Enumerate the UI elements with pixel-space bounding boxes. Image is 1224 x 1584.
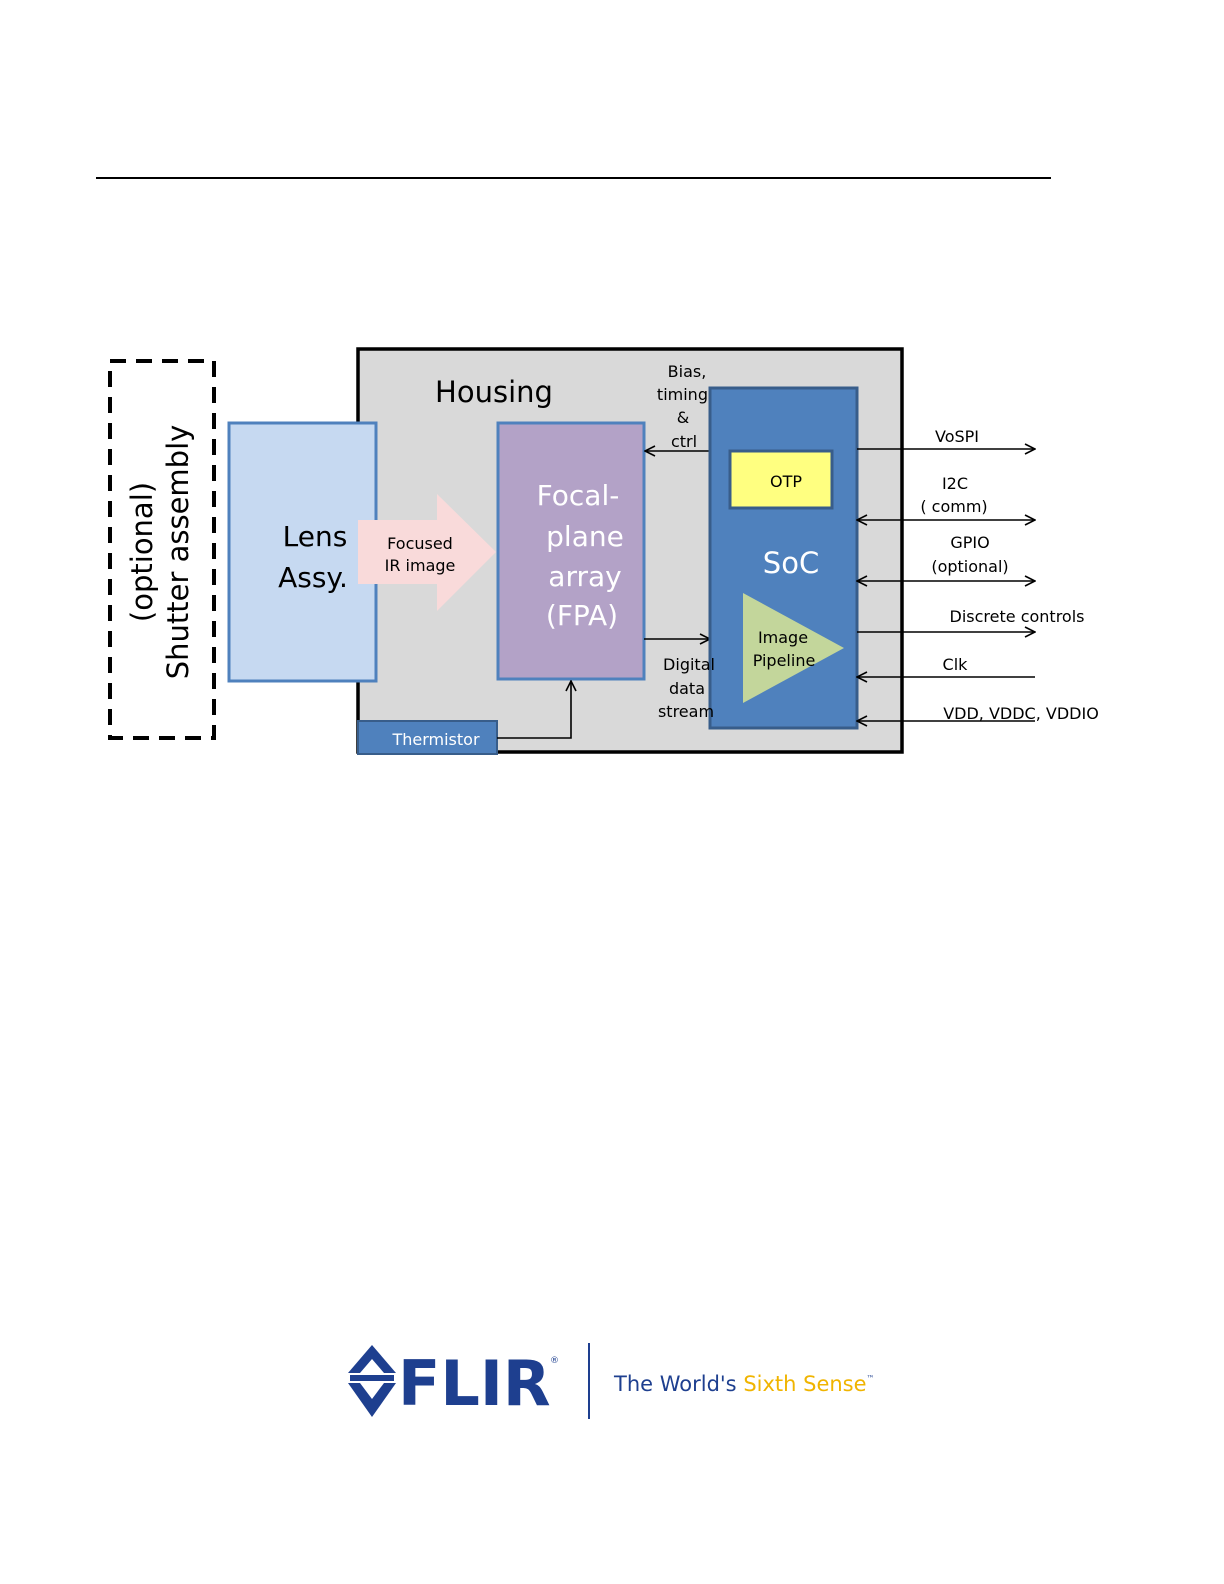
i2c-label-line2: ( comm) bbox=[920, 497, 987, 516]
lens-label-line2: Assy. bbox=[278, 561, 348, 594]
fpa-label-line1: Focal- bbox=[537, 479, 620, 512]
digital-label-line1: Digital bbox=[663, 655, 715, 674]
shutter-label-line1: (optional) bbox=[125, 482, 159, 622]
tagline-trademark: ™ bbox=[867, 1374, 875, 1383]
discrete-controls-label: Discrete controls bbox=[950, 607, 1085, 626]
pipeline-label-line1: Image bbox=[758, 628, 808, 647]
flir-logo: FLIR ® The World's Sixth Sense™ bbox=[340, 1335, 880, 1425]
focused-arrow-line2: IR image bbox=[385, 556, 456, 575]
flir-registered-mark: ® bbox=[550, 1356, 559, 1366]
thermistor-label: Thermistor bbox=[391, 730, 479, 749]
block-diagram: (optional) Shutter assembly Housing Lens… bbox=[0, 0, 1224, 820]
otp-label: OTP bbox=[770, 472, 802, 491]
housing-label: Housing bbox=[435, 375, 553, 409]
clk-label: Clk bbox=[943, 655, 969, 674]
i2c-label-line1: I2C bbox=[942, 474, 968, 493]
focal-plane-array: Focal- plane array (FPA) bbox=[498, 423, 644, 679]
lens-assembly: Lens Assy. bbox=[229, 423, 376, 681]
gpio-label-line2: (optional) bbox=[931, 557, 1008, 576]
soc-label: SoC bbox=[763, 546, 819, 580]
bias-label-line3: & bbox=[677, 408, 689, 427]
flir-wordmark: FLIR bbox=[398, 1347, 551, 1420]
digital-label-line3: stream bbox=[658, 702, 714, 721]
fpa-label-line3: array bbox=[548, 560, 621, 593]
tagline-part1: The World's bbox=[613, 1372, 743, 1396]
shutter-label-line2: Shutter assembly bbox=[161, 425, 195, 680]
bias-label-line1: Bias, bbox=[668, 362, 707, 381]
vospi-label: VoSPI bbox=[935, 427, 979, 446]
flir-diamond-icon bbox=[348, 1345, 396, 1417]
lens-label-line1: Lens bbox=[283, 520, 348, 553]
gpio-label-line1: GPIO bbox=[950, 533, 989, 552]
pipeline-label-line2: Pipeline bbox=[753, 651, 816, 670]
flir-tagline: The World's Sixth Sense™ bbox=[613, 1372, 875, 1396]
focused-arrow-line1: Focused bbox=[387, 534, 453, 553]
bias-label-line2: timing, bbox=[657, 385, 713, 404]
vdd-label: VDD, VDDC, VDDIO bbox=[943, 704, 1099, 723]
digital-label-line2: data bbox=[669, 679, 705, 698]
fpa-label-line4: (FPA) bbox=[546, 599, 618, 632]
fpa-label-line2: plane bbox=[546, 520, 624, 553]
bias-label-line4: ctrl bbox=[671, 432, 697, 451]
shutter-assembly: (optional) Shutter assembly bbox=[110, 361, 214, 738]
soc-block: OTP SoC Image Pipeline bbox=[710, 388, 857, 728]
tagline-part2: Sixth Sense bbox=[743, 1372, 866, 1396]
